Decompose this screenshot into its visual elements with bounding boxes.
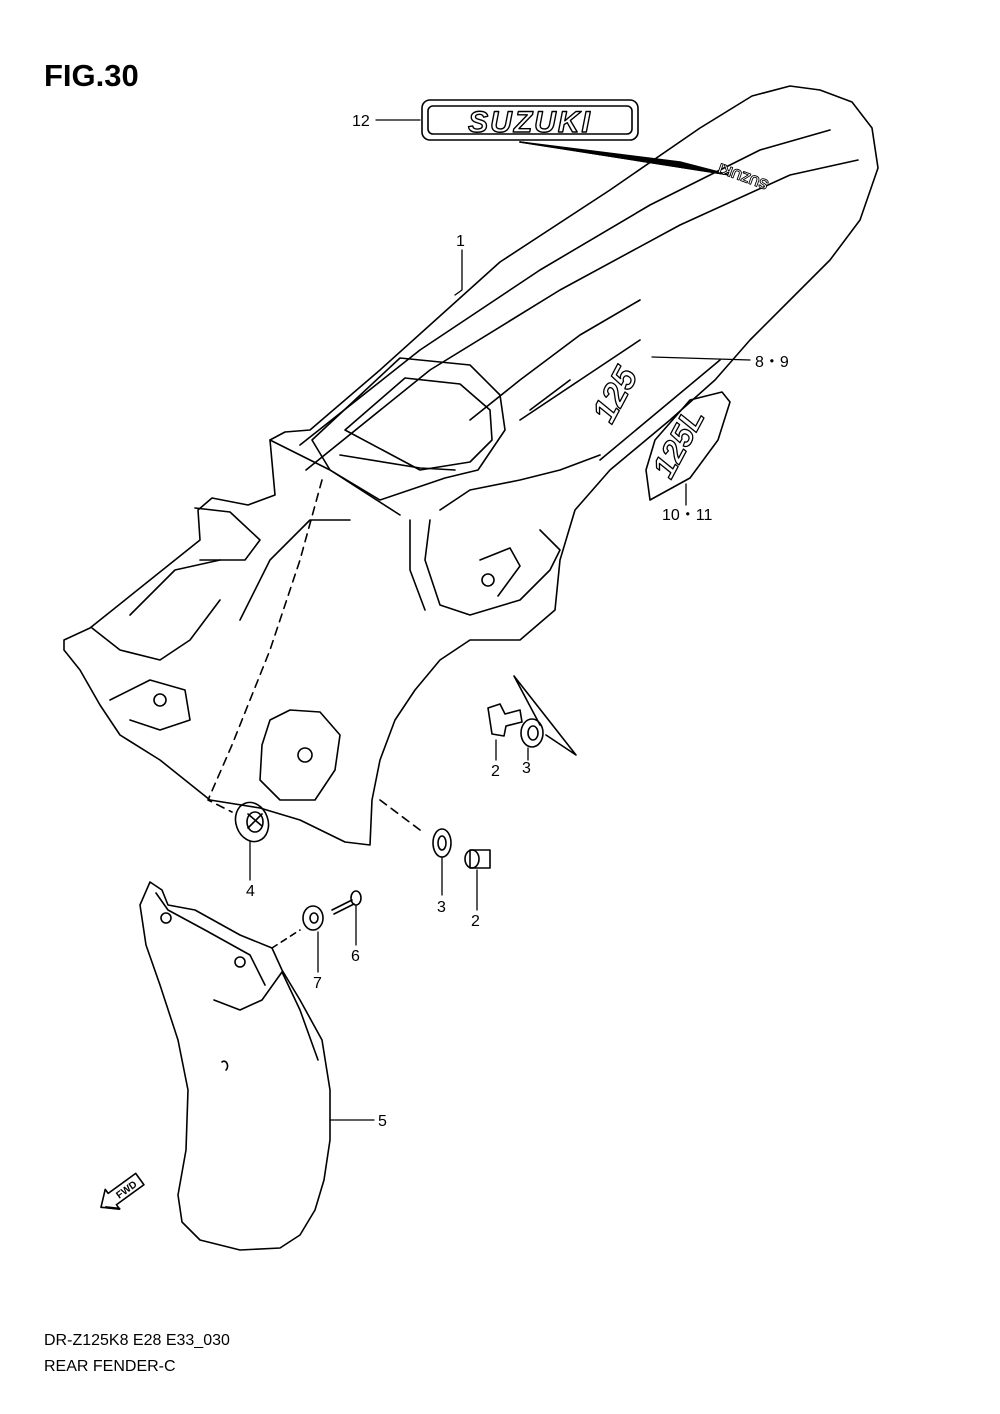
bolt-part-2-lower [464,849,491,869]
model-code-label: DR-Z125K8 E28 E33_030 [44,1332,230,1349]
leader-lines [249,119,751,1121]
callout-labels: 1 2 3 4 3 2 6 7 5 8・9 10・11 12 [246,113,789,1130]
grommet-part-4 [234,801,270,843]
mud-flap-part-5 [139,881,331,1251]
model-decal-part-10-11: 125L [645,391,731,501]
callout-2-lower: 2 [471,913,480,930]
callout-1: 1 [456,233,465,250]
callout-2-upper: 2 [491,763,500,780]
rear-fender-part-1 [63,85,879,846]
fwd-arrow-icon: FWD [100,1172,145,1210]
nut-part-3-upper [520,718,544,748]
suzuki-decal-part-12: SUZUKI [421,99,731,176]
washer-part-7 [302,905,324,931]
suzuki-fender-text: SUZUKI [716,160,770,193]
screw-part-6 [331,890,362,915]
nut-part-3-lower [432,828,452,858]
callout-6: 6 [351,948,360,965]
callout-4: 4 [246,883,255,900]
callout-5: 5 [378,1113,387,1130]
callout-10-11: 10・11 [662,507,713,524]
figure-name-label: REAR FENDER-C [44,1358,176,1375]
callout-12: 12 [352,113,370,130]
suzuki-decal-text: SUZUKI [468,106,592,139]
mount-reference-lines [513,675,577,756]
callout-7: 7 [313,975,322,992]
figure-title: FIG.30 [44,58,139,93]
suzuki-fender-mark: SUZUKI [716,160,771,194]
callout-3-lower: 3 [437,899,446,916]
callout-8-9: 8・9 [755,354,789,371]
callout-3-upper: 3 [522,760,531,777]
bolt-part-2-upper [487,703,523,737]
